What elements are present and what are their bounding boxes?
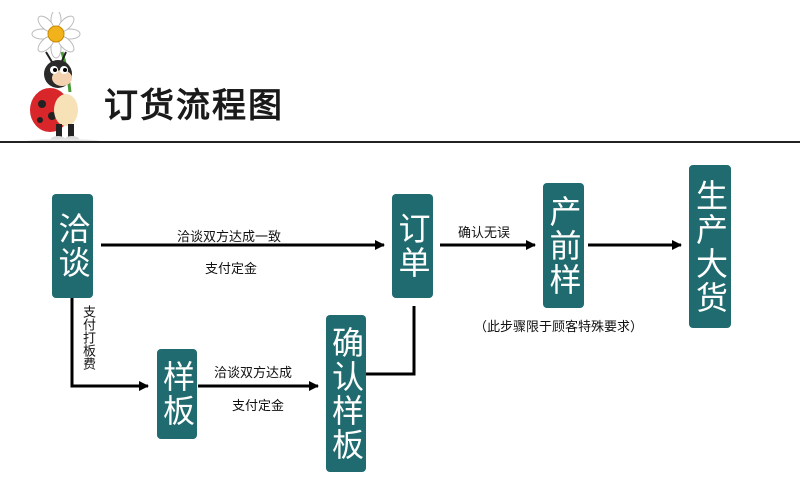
label-confirm-correct: 确认无误 [458, 226, 511, 241]
label-pay-deposit-2: 支付定金 [232, 399, 285, 414]
label-negotiate-reach: 洽谈双方达成 [214, 366, 293, 381]
arrow-negotiate-to-sample [70, 298, 149, 391]
box-order: 订单 [392, 194, 433, 298]
label-pay-sampling-fee: 支付打板费 [80, 305, 95, 370]
label-pay-deposit-1: 支付定金 [205, 262, 258, 277]
box-mass-production: 生产大货 [689, 165, 731, 328]
page-title: 订货流程图 [104, 86, 284, 126]
box-sample: 样板 [157, 349, 197, 439]
line-confirm-to-order [366, 306, 416, 376]
label-negotiate-agree: 洽谈双方达成一致 [177, 230, 282, 245]
title-divider [0, 141, 800, 143]
label-special-request-note: （此步骤限于顾客特殊要求） [474, 320, 644, 335]
box-confirm-sample: 确认样板 [326, 315, 366, 472]
box-negotiate: 洽谈 [52, 194, 93, 298]
box-pre-production-sample: 产前样 [543, 183, 584, 308]
